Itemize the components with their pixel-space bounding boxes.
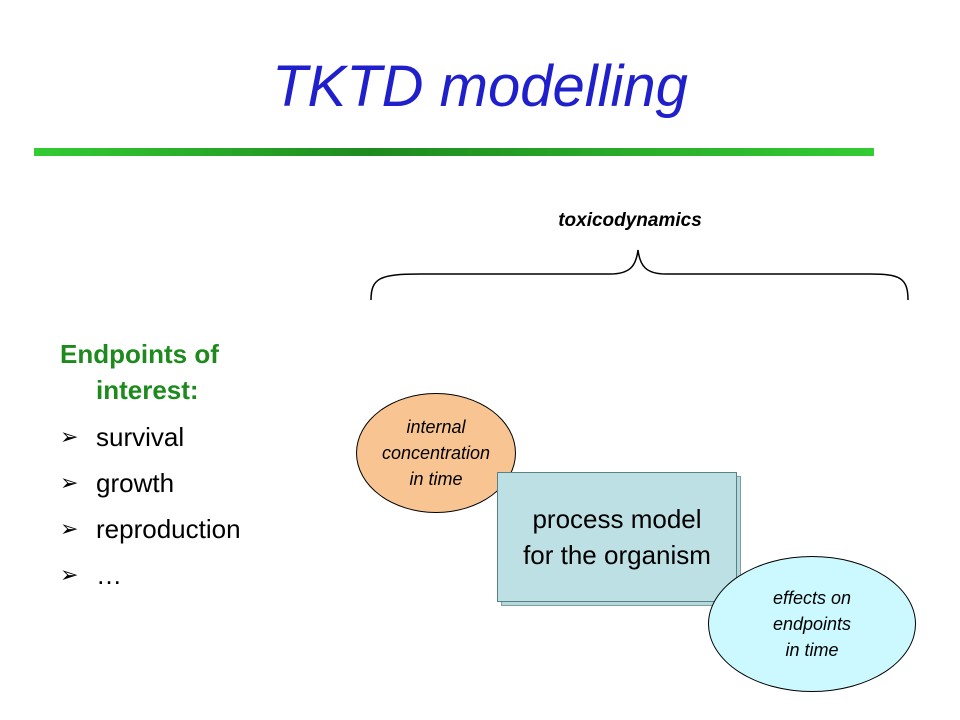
slide-title: TKTD modelling	[272, 54, 688, 119]
toxicodynamics-label: toxicodynamics	[558, 210, 702, 231]
arrow-bullet-icon: ➢	[60, 516, 79, 541]
effects-line1: effects on	[772, 588, 852, 608]
endpoints-heading-line1: Endpoints of	[60, 339, 219, 369]
endpoints-list: ➢ survival ➢ growth ➢ reproduction ➢ …	[60, 414, 340, 598]
process-line1: process model	[532, 504, 702, 534]
list-item: ➢ growth	[60, 460, 340, 506]
endpoints-heading-line2: interest:	[96, 375, 199, 405]
list-item: ➢ survival	[60, 414, 340, 460]
list-item: ➢ …	[60, 552, 340, 598]
endpoint-growth: growth	[96, 468, 175, 498]
internal-line1: internal	[406, 417, 466, 437]
arrow-bullet-icon: ➢	[60, 562, 79, 587]
internal-line2: concentration	[381, 443, 491, 463]
process-model-box: process model for the organism	[497, 472, 737, 602]
effects-line2: endpoints	[772, 614, 852, 634]
effects-oval: effects on endpoints in time	[708, 556, 916, 692]
endpoints-panel: Endpoints of interest: ➢ survival ➢ grow…	[60, 336, 340, 598]
endpoint-reproduction: reproduction	[96, 514, 241, 544]
endpoint-ellipsis: …	[96, 560, 122, 590]
effects-line3: in time	[785, 640, 839, 660]
arrow-bullet-icon: ➢	[60, 470, 79, 495]
endpoints-heading: Endpoints of interest:	[60, 336, 340, 408]
internal-line3: in time	[409, 469, 463, 489]
internal-concentration-oval: internal concentration in time	[356, 393, 516, 513]
title-underline	[34, 148, 874, 156]
toxicodynamics-brace	[370, 249, 909, 301]
arrow-bullet-icon: ➢	[60, 424, 79, 449]
process-line2: for the organism	[523, 540, 711, 570]
endpoint-survival: survival	[96, 422, 185, 452]
list-item: ➢ reproduction	[60, 506, 340, 552]
